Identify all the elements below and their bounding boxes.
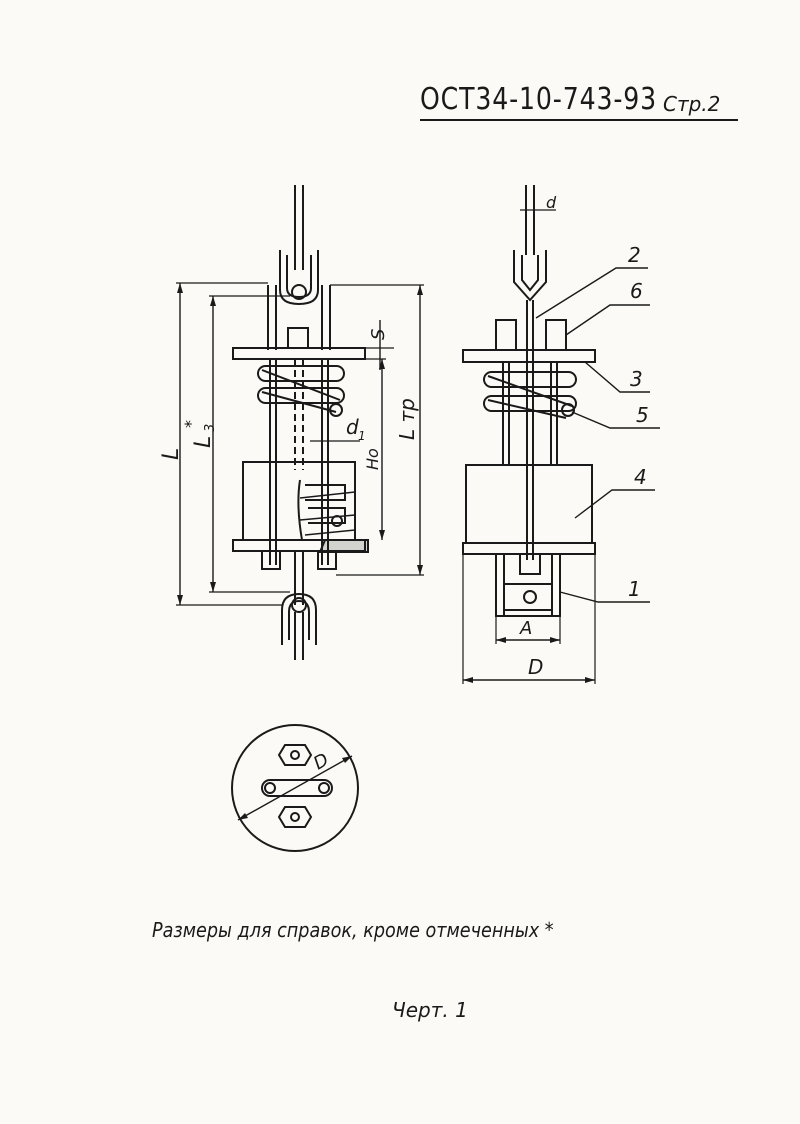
- label-d1-subscript: 1: [358, 429, 366, 443]
- front-view: L L 3 * L тр S Ho d 1: [159, 185, 424, 660]
- document-header: ОСТ34-10-743-93 Стр.2: [420, 82, 738, 121]
- label-d1: d: [346, 415, 359, 439]
- top-view: D: [231, 724, 359, 852]
- label-top-D: D: [310, 749, 333, 774]
- label-Ho: Ho: [363, 448, 382, 470]
- callout-6: 6: [630, 279, 643, 303]
- label-d: d: [546, 193, 557, 212]
- callout-4: 4: [634, 465, 647, 489]
- figure-caption: Черт. 1: [392, 998, 468, 1022]
- label-L3-subscript: 3: [203, 424, 218, 432]
- standard-code: ОСТ34-10-743-93: [420, 82, 658, 117]
- label-L3: L: [191, 436, 216, 448]
- callout-2: 2: [628, 243, 641, 267]
- label-A: A: [519, 618, 532, 639]
- callout-1: 1: [628, 577, 641, 601]
- label-Ltr: L тр: [395, 398, 419, 440]
- label-L3-star: *: [181, 420, 200, 428]
- side-view: d A D 2 6 3 5 4 1: [462, 185, 660, 684]
- label-L: L: [159, 448, 184, 460]
- reference-note: Размеры для справок, кроме отмеченных *: [152, 918, 554, 942]
- callout-3: 3: [630, 367, 643, 391]
- label-D: D: [528, 655, 543, 679]
- label-S: S: [368, 329, 389, 340]
- page-number: Стр.2: [663, 92, 721, 116]
- callout-5: 5: [636, 403, 649, 427]
